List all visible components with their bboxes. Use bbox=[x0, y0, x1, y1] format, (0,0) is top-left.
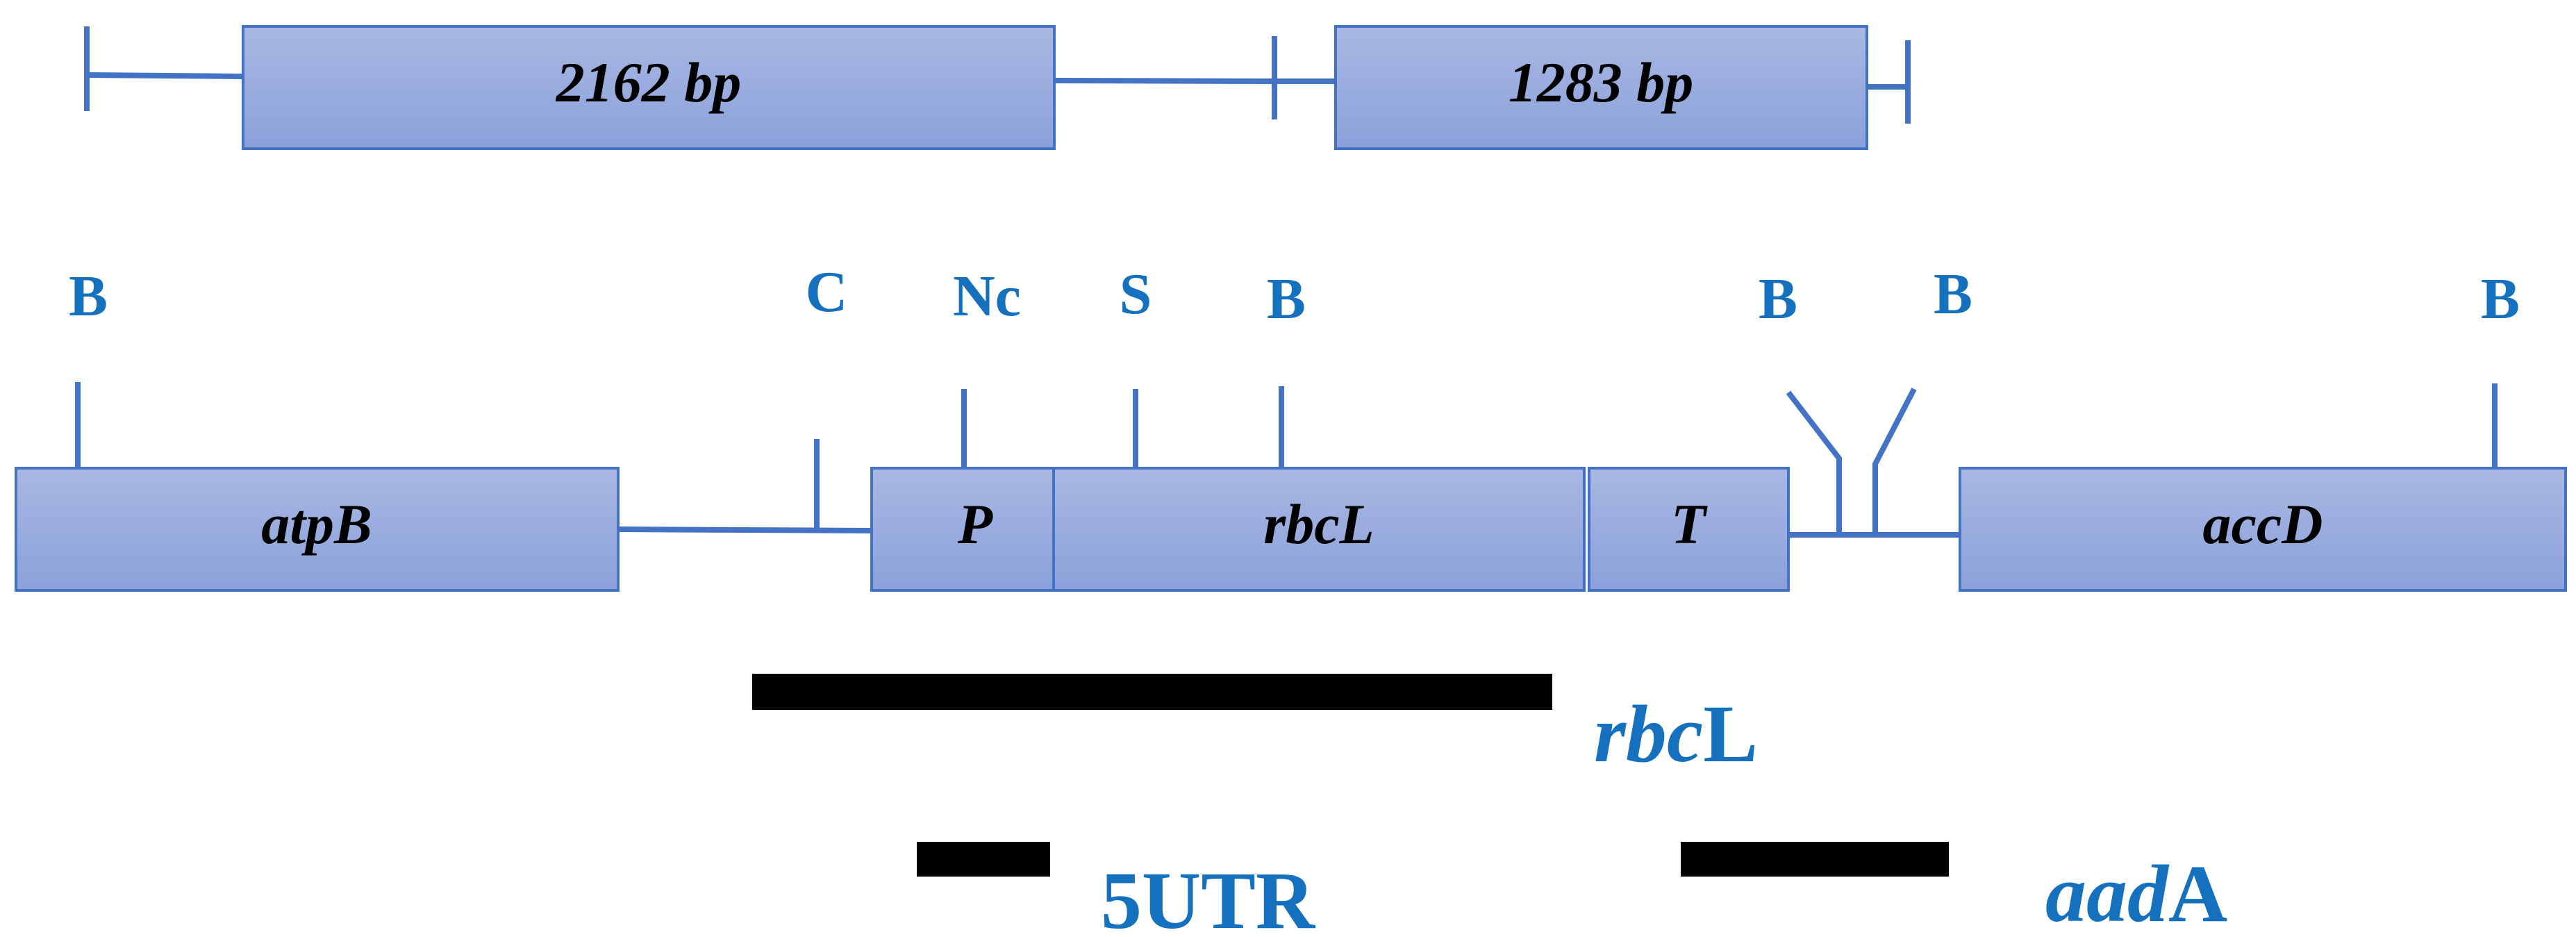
gene-label-rbcL: rbcL bbox=[1263, 492, 1374, 556]
probe-label-rbcL: rbcL bbox=[1594, 688, 1758, 779]
gene-box-accD bbox=[1959, 467, 2567, 592]
site-label-b4: B bbox=[1934, 262, 1972, 326]
probe-label-aadA-italic: aad bbox=[2045, 848, 2170, 937]
gene-label-promoter: P bbox=[957, 492, 993, 556]
site-tick-b3 bbox=[1786, 390, 1842, 535]
probe-label-rbcL-rest: L bbox=[1703, 688, 1758, 779]
site-label-nc: Nc bbox=[953, 264, 1021, 329]
fragment-connector-1 bbox=[86, 72, 244, 79]
fragment-size-row bbox=[84, 26, 1911, 124]
probe-bar-rbcL bbox=[752, 674, 1552, 710]
fragment-size-left-label: 2162 bp bbox=[556, 51, 742, 114]
fragment-size-right-label: 1283 bp bbox=[1509, 51, 1694, 114]
probe-label-rbcL-italic: rbc bbox=[1594, 688, 1703, 779]
gene-label-atpB: atpB bbox=[261, 492, 372, 556]
gene-box-terminator bbox=[1588, 467, 1790, 592]
gene-box-atpB bbox=[15, 467, 620, 592]
probe-label-aadA: aadA bbox=[2045, 848, 2227, 937]
site-label-b1: B bbox=[69, 264, 108, 329]
gene-label-terminator: T bbox=[1671, 492, 1708, 556]
fragment-box-right bbox=[1334, 25, 1868, 150]
site-label-b3: B bbox=[1759, 267, 1797, 331]
backbone-atpB-promoter bbox=[617, 526, 872, 533]
restriction-site-labels: B C Nc S B B B B bbox=[69, 260, 2520, 331]
site-label-b5: B bbox=[2481, 267, 2520, 331]
site-tick-b4 bbox=[1872, 388, 1917, 535]
probe-bar-5utr bbox=[917, 842, 1050, 877]
gene-map-lines bbox=[75, 382, 2498, 538]
gene-box-rbcL bbox=[1052, 467, 1586, 592]
probe-label-aadA-rest: A bbox=[2168, 848, 2227, 937]
fragment-box-left bbox=[242, 25, 1056, 150]
probe-bar-aadA bbox=[1681, 842, 1949, 877]
site-label-c: C bbox=[806, 260, 848, 324]
probe-label-5utr: 5UTR bbox=[1101, 855, 1316, 937]
site-label-b2: B bbox=[1267, 267, 1306, 331]
gene-label-accD: accD bbox=[2202, 492, 2322, 556]
site-label-s: S bbox=[1120, 262, 1152, 326]
